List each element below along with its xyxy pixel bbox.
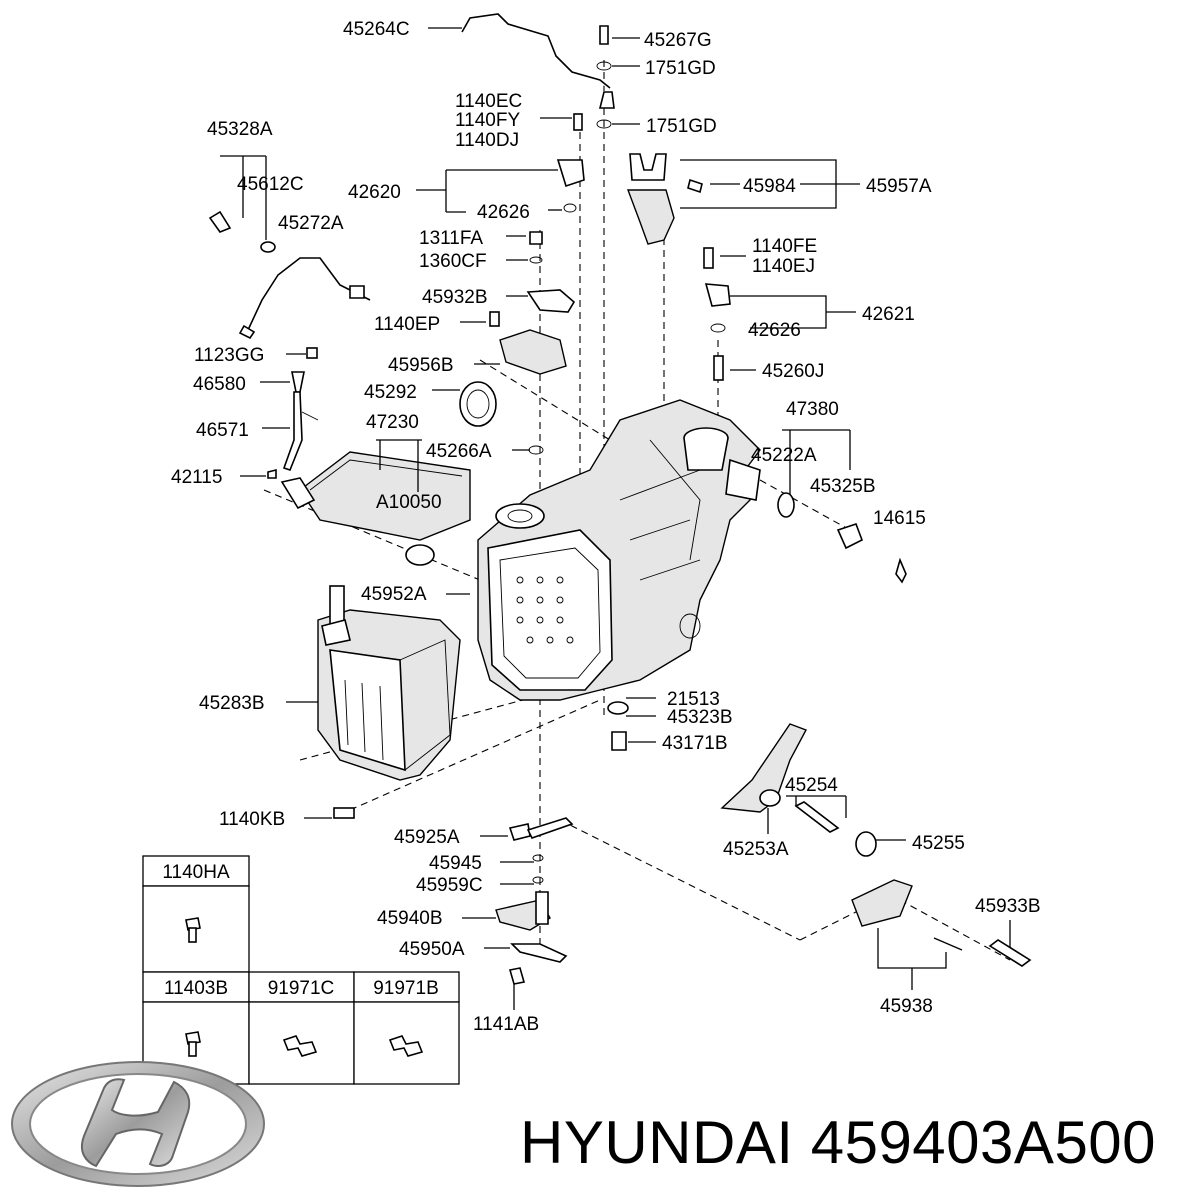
callout-45328A: 45328A <box>207 119 273 140</box>
oil-pan <box>317 585 461 781</box>
callout-45267G: 45267G <box>644 30 712 51</box>
callout-42115: 42115 <box>171 467 222 488</box>
callout-1140EP: 1140EP <box>374 314 440 335</box>
bolt-icon <box>185 917 201 943</box>
callout-45957A: 45957A <box>866 176 932 197</box>
brand-title: HYUNDAI 459403A500 <box>520 1108 1156 1178</box>
clip-icon <box>282 1035 318 1057</box>
callout-45222A: 45222A <box>751 445 817 466</box>
speed-sensor-42621 <box>703 247 731 381</box>
legend-label-91971C: 91971C <box>268 978 335 999</box>
callout-1140FY: 1140FY <box>455 110 520 131</box>
callout-45945: 45945 <box>429 853 482 874</box>
inhibitor-switch <box>459 289 576 455</box>
legend-label-91971B: 91971B <box>373 978 439 999</box>
callout-45266A: 45266A <box>426 441 492 462</box>
callout-46580: 46580 <box>193 374 246 395</box>
callout-45272A: 45272A <box>278 213 344 234</box>
callout-1141AB: 1141AB <box>473 1014 539 1035</box>
callout-45292: 45292 <box>364 382 417 403</box>
callout-45950A: 45950A <box>399 939 465 960</box>
callout-45984: 45984 <box>743 176 796 197</box>
callout-45932B: 45932B <box>422 287 488 308</box>
hyundai-logo <box>8 1058 268 1190</box>
part-number: 459403A500 <box>810 1109 1157 1176</box>
callout-45255: 45255 <box>912 833 965 854</box>
callout-47380: 47380 <box>786 399 839 420</box>
callout-1140FE: 1140FE <box>752 236 817 257</box>
speed-sensor-42620 <box>529 113 585 264</box>
callout-42626: 42626 <box>748 320 801 341</box>
callout-A10050: A10050 <box>376 492 442 513</box>
callout-1360CF: 1360CF <box>419 251 487 272</box>
park-assembly <box>495 817 574 985</box>
callout-1751GD: 1751GD <box>646 116 717 137</box>
transaxle-case <box>477 399 761 701</box>
callout-45959C: 45959C <box>416 875 483 896</box>
bracket-45957a <box>626 153 703 245</box>
callout-45253A: 45253A <box>723 839 789 860</box>
callout-1140EJ: 1140EJ <box>752 256 815 277</box>
vent-pipe <box>461 13 615 129</box>
callout-45612C: 45612C <box>237 174 304 195</box>
callout-45925A: 45925A <box>394 827 460 848</box>
legend-label-1140HA: 1140HA <box>162 862 230 883</box>
callout-1140EC: 1140EC <box>455 91 522 112</box>
callout-47230: 47230 <box>366 412 419 433</box>
shift-lever <box>720 723 1032 967</box>
output-seals <box>777 492 907 584</box>
oil-filter <box>280 451 471 566</box>
callout-1140DJ: 1140DJ <box>455 130 519 151</box>
callout-21513: 21513 <box>667 689 720 710</box>
callout-45254: 45254 <box>785 775 838 796</box>
callout-46571: 46571 <box>196 420 249 441</box>
callout-45952A: 45952A <box>361 584 427 605</box>
leader-lines <box>220 27 1011 1010</box>
brand-name: HYUNDAI <box>520 1109 794 1176</box>
callout-45933B: 45933B <box>975 896 1041 917</box>
callout-43171B: 43171B <box>662 733 728 754</box>
callout-1140KB: 1140KB <box>219 809 285 830</box>
callout-45260J: 45260J <box>762 361 824 382</box>
clip-icon <box>388 1035 424 1057</box>
callout-14615: 14615 <box>873 508 926 529</box>
callout-45325B: 45325B <box>810 476 876 497</box>
callout-labels: 45264C 45267G 1751GD 1140EC 1140FY 1140D… <box>171 19 1041 1035</box>
callout-45938: 45938 <box>880 996 933 1017</box>
callout-1751GD: 1751GD <box>645 58 716 79</box>
callout-42621: 42621 <box>862 304 915 325</box>
legend-table: 1140HA 11403B 91971C 91971B <box>142 855 460 1085</box>
callout-45264C: 45264C <box>343 19 410 40</box>
cooler-pipe <box>208 210 371 340</box>
logo-icon <box>11 1061 265 1187</box>
legend-label-11403B: 11403B <box>164 978 228 999</box>
callout-42620: 42620 <box>348 182 401 203</box>
dipstick-assembly <box>267 347 319 479</box>
callout-45956B: 45956B <box>388 355 454 376</box>
callout-42626: 42626 <box>477 202 530 223</box>
callout-1311FA: 1311FA <box>419 228 483 249</box>
callout-45323B: 45323B <box>667 707 733 728</box>
bolt-icon <box>185 1031 201 1057</box>
callout-45283B: 45283B <box>199 693 265 714</box>
callout-45940B: 45940B <box>377 908 443 929</box>
callout-1123GG: 1123GG <box>194 345 264 366</box>
drain-plug <box>333 701 629 819</box>
